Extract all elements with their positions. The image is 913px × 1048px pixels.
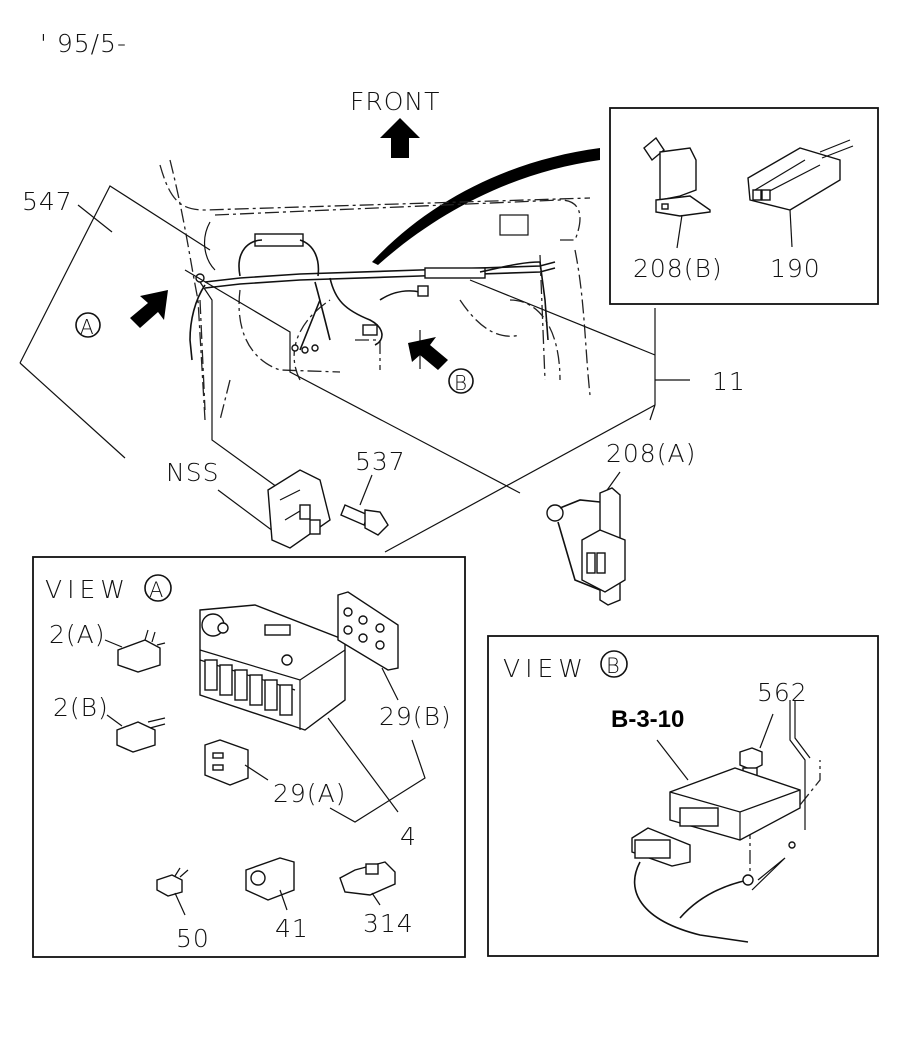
leader-208a [184,269,521,494]
nss-bracket-icon [267,469,331,549]
relay-2b-icon [116,717,166,753]
view-a-title: VIEW [45,575,130,604]
front-arrow-icon [380,118,420,158]
ground-hole [788,841,796,849]
ground-terminal-icon [742,874,754,886]
leader-11-top [469,279,656,356]
date-code: ' 95/5- [40,29,127,58]
leader-190 [789,209,793,248]
view-b-marker: B [454,371,468,395]
bracket-208a-icon [546,487,626,606]
connector-plug-icon [631,827,691,867]
inset-pointer [372,148,600,265]
connector-190-icon [747,139,854,211]
ground-wire-2 [679,879,749,919]
callout-208a: 208(A) [606,439,696,468]
label-2a: 2(A) [49,620,106,649]
bracket-547-lower [19,362,126,459]
bracket-11-lower [384,404,656,553]
wiring-harness [189,233,556,361]
leader-2a [104,639,123,648]
label-314: 314 [363,909,414,938]
connector-314-icon [339,861,396,896]
label-50: 50 [176,924,210,953]
view-a-title-circle [144,574,172,602]
view-a-panel [32,556,466,958]
ref-label-b-3-10[interactable]: B-3-10 [611,706,684,733]
ground-pointer [751,857,786,891]
bracket-4 [329,739,426,823]
callout-11: 11 [712,367,746,396]
ground-wire [633,861,749,943]
leader-2b [106,714,123,727]
view-b-title-marker: B [606,654,621,678]
vehicle-interior [159,159,591,421]
cover-29b-icon [337,591,399,671]
leader-nss-harness [199,281,296,501]
view-a-arrow-icon [130,290,168,328]
leader-314 [371,892,381,906]
leader-208b [676,214,683,249]
leader-208a-top [649,404,656,421]
leader-29a [244,764,269,781]
view-a-marker: A [80,315,95,339]
leader-29b [381,667,399,701]
front-label: FRONT [350,87,440,116]
leader-547 [77,204,113,233]
view-b-panel [487,635,879,957]
leader-537 [359,474,373,506]
fuse-box-4-icon [199,604,346,731]
view-b-title: VIEW [503,654,588,683]
holder-41-icon [245,857,295,901]
fuse-50-icon [156,867,189,897]
callout-537: 537 [355,447,406,476]
leader-50 [174,892,186,916]
view-a-marker-circle [75,312,101,338]
view-b-title-circle [600,650,628,678]
connector-208b-icon [643,136,711,217]
control-unit-icon [669,700,821,841]
callout-208b: 208(B) [633,254,723,283]
leader-562 [759,713,774,749]
bolt-537-icon [340,504,389,536]
callout-nss: NSS [166,458,219,487]
view-a-title-marker: A [149,578,164,602]
view-b-marker-circle [448,368,474,394]
callout-190: 190 [770,254,821,283]
callout-547: 547 [22,187,73,216]
label-562: 562 [757,678,808,707]
label-2b: 2(B) [53,693,109,722]
relay-2a-icon [117,629,166,673]
bracket-547 [19,185,211,364]
leader-4 [327,717,399,813]
leader-b-3-10 [656,739,689,781]
label-29b: 29(B) [379,702,452,731]
clip-29a-icon [204,739,249,786]
inset-box [609,107,879,305]
view-b-arrow-icon [408,337,448,370]
label-4: 4 [400,822,417,851]
label-41: 41 [275,914,309,943]
leader-41 [279,889,288,911]
label-29a: 29(A) [273,779,346,808]
